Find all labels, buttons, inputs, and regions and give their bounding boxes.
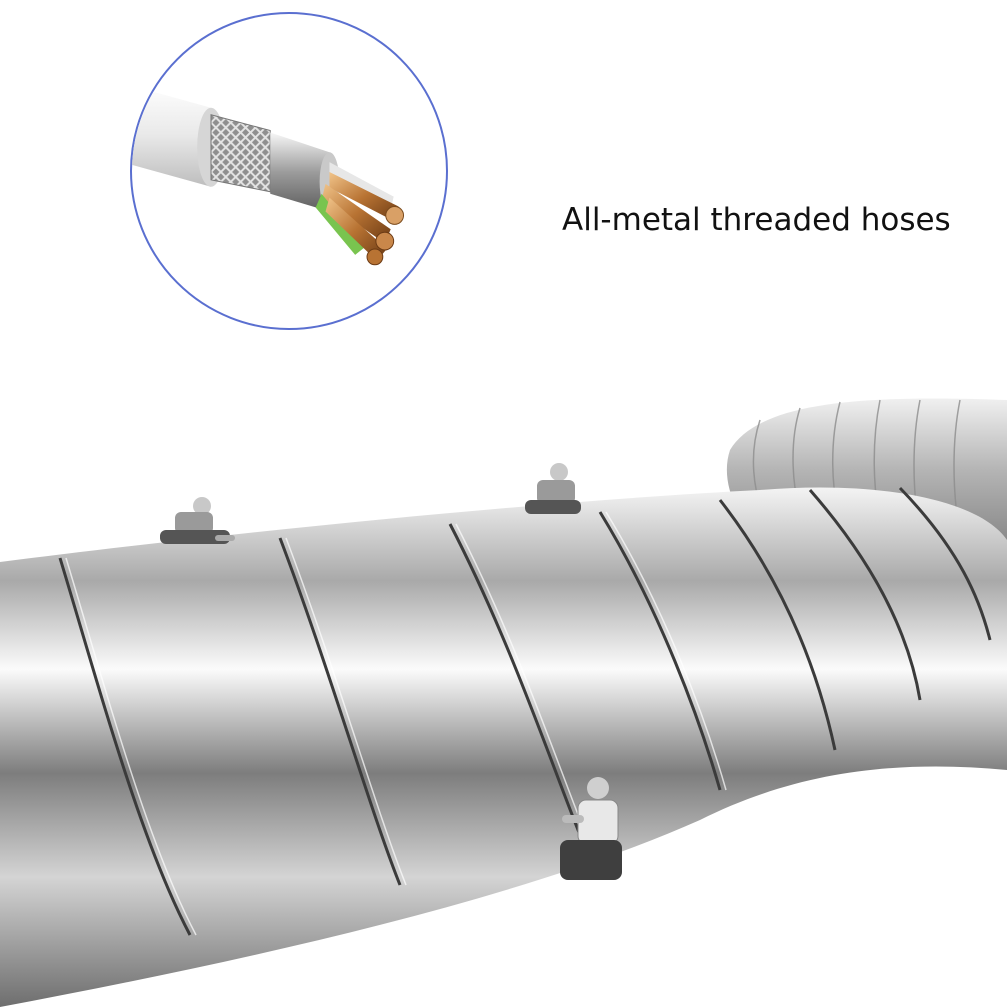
worker-figure-icon (560, 777, 622, 880)
hose-scene (0, 340, 1007, 1007)
cable-inset (130, 12, 448, 330)
worker-figure-icon (160, 497, 235, 544)
metal-hose-icon (0, 398, 1007, 1007)
cable-cross-section-icon (132, 85, 405, 266)
caption-text: All-metal threaded hoses (562, 202, 951, 238)
worker-figure-icon (525, 463, 581, 514)
